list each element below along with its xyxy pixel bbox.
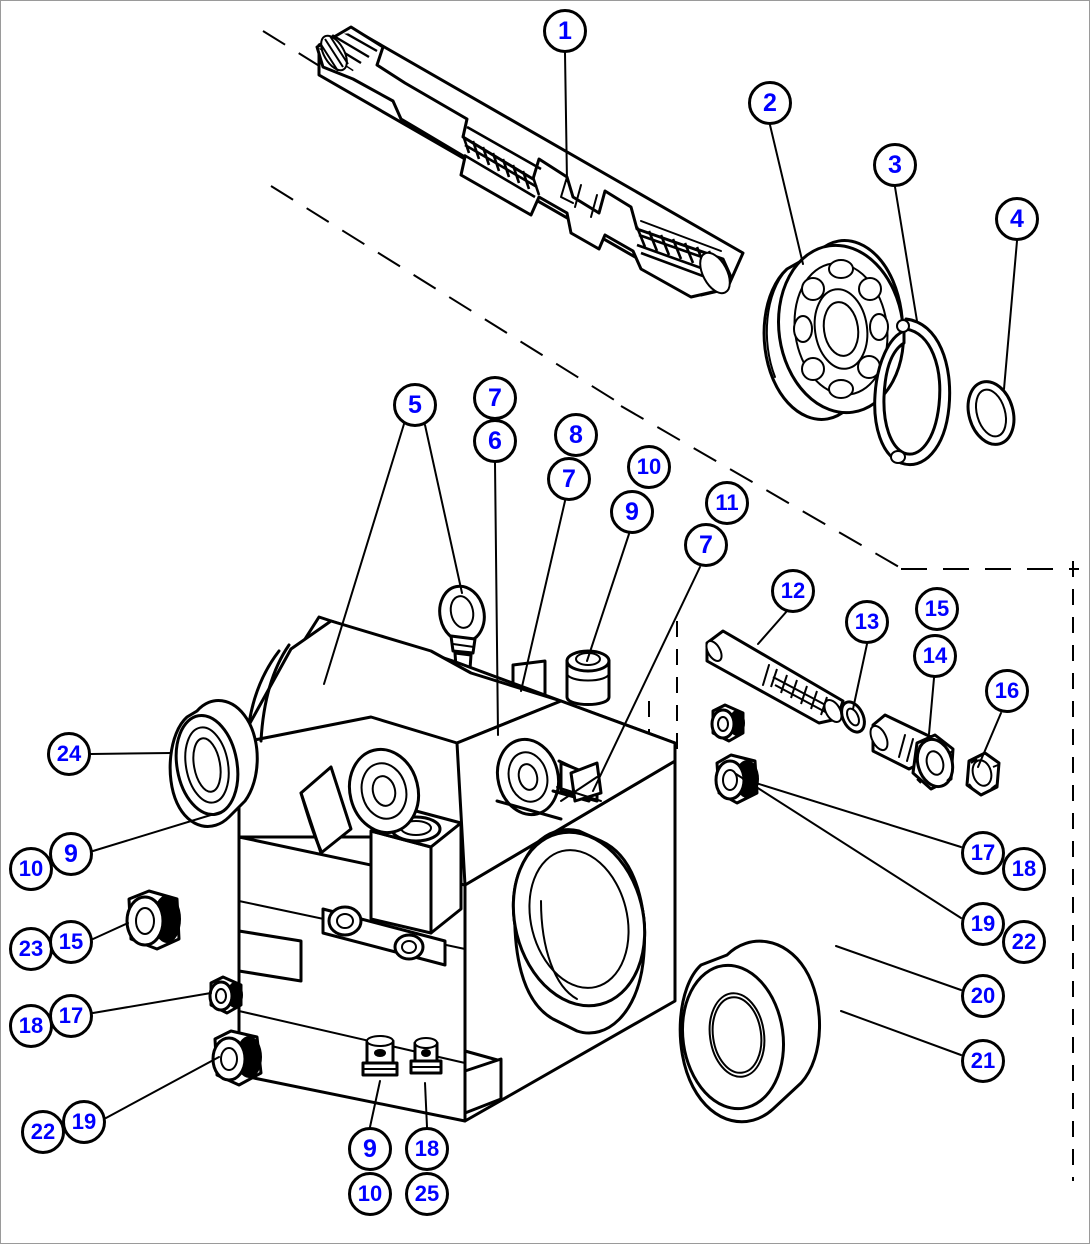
part-pin-shaft [705, 629, 845, 725]
leader-line-19 [105, 1056, 220, 1119]
callout-20[interactable]: 20 [961, 974, 1005, 1018]
part-housing-body [237, 615, 677, 1123]
leader-line-16 [977, 712, 1002, 768]
part-o-ring-small [966, 380, 1016, 446]
part-washer-small [840, 700, 866, 734]
part-ball-bearing [762, 239, 905, 421]
callout-19[interactable]: 19 [62, 1100, 106, 1144]
callout-21[interactable]: 21 [961, 1039, 1005, 1083]
leader-line-5 [323, 423, 405, 685]
part-plug-small [208, 975, 243, 1015]
leader-line-4 [1003, 240, 1018, 390]
part-bushing-left [125, 889, 181, 951]
callout-1[interactable]: 1 [543, 9, 587, 53]
callout-4[interactable]: 4 [995, 197, 1039, 241]
callout-2[interactable]: 2 [748, 81, 792, 125]
leader-line-20 [835, 945, 962, 991]
callout-3[interactable]: 3 [873, 143, 917, 187]
leader-line-15 [92, 922, 129, 940]
callout-25[interactable]: 25 [405, 1172, 449, 1216]
leader-line-7 [592, 566, 701, 792]
leader-line-7 [520, 500, 566, 692]
callout-11[interactable]: 11 [705, 481, 749, 525]
part-oil-seal [168, 699, 259, 828]
callout-22[interactable]: 22 [21, 1110, 65, 1154]
leader-line-19 [735, 773, 962, 919]
leader-line-17 [92, 992, 212, 1014]
part-seal-ring-large [678, 939, 821, 1124]
leader-line-24 [90, 752, 172, 755]
callout-leader-lines [90, 52, 1018, 1128]
part-sleeve-coupling [869, 713, 955, 791]
part-hex-nut [965, 751, 1001, 797]
part-bottom-bushing-left [361, 1035, 399, 1077]
callout-5[interactable]: 5 [393, 383, 437, 427]
leader-line-9 [586, 533, 630, 662]
callout-24[interactable]: 24 [47, 732, 91, 776]
callout-16[interactable]: 16 [985, 669, 1029, 713]
callout-6[interactable]: 6 [473, 419, 517, 463]
leader-line-14 [928, 677, 935, 735]
callout-10[interactable]: 10 [627, 445, 671, 489]
callout-17[interactable]: 17 [961, 831, 1005, 875]
leader-line-9 [92, 810, 225, 852]
part-plug-right-lower [714, 753, 759, 805]
callout-7[interactable]: 7 [473, 376, 517, 420]
callout-17[interactable]: 17 [49, 994, 93, 1038]
part-bottom-washer-right [409, 1037, 443, 1075]
leader-line-3 [894, 186, 918, 322]
leader-line-18 [424, 1082, 428, 1128]
callout-7[interactable]: 7 [684, 523, 728, 567]
part-output-shaft [315, 25, 745, 299]
callout-12[interactable]: 12 [771, 569, 815, 613]
part-snap-ring [873, 317, 952, 467]
part-eye-bolt-right [438, 584, 486, 671]
leader-line-12 [757, 610, 788, 645]
leader-line-5 [424, 424, 463, 594]
callout-22[interactable]: 22 [1002, 920, 1046, 964]
callout-18[interactable]: 18 [1002, 847, 1046, 891]
callout-19[interactable]: 19 [961, 902, 1005, 946]
callout-23[interactable]: 23 [9, 927, 53, 971]
spline-hatch-mid [461, 125, 542, 199]
callout-18[interactable]: 18 [9, 1004, 53, 1048]
callout-9[interactable]: 9 [610, 490, 654, 534]
leader-line-2 [769, 124, 804, 265]
callout-18[interactable]: 18 [405, 1127, 449, 1171]
callout-9[interactable]: 9 [348, 1127, 392, 1171]
callout-7[interactable]: 7 [547, 457, 591, 501]
leader-line-21 [840, 1010, 962, 1056]
callout-13[interactable]: 13 [845, 600, 889, 644]
part-plug-right-upper [710, 703, 745, 743]
callout-15[interactable]: 15 [915, 587, 959, 631]
callout-8[interactable]: 8 [554, 413, 598, 457]
callout-10[interactable]: 10 [9, 847, 53, 891]
leader-line-1 [564, 52, 568, 182]
leader-line-13 [852, 643, 868, 710]
callout-9[interactable]: 9 [49, 832, 93, 876]
callout-15[interactable]: 15 [49, 920, 93, 964]
callout-14[interactable]: 14 [913, 634, 957, 678]
part-plug-large [211, 1029, 263, 1087]
callout-10[interactable]: 10 [348, 1172, 392, 1216]
leader-line-6 [494, 462, 499, 736]
leader-line-17 [742, 778, 962, 848]
leader-line-9 [369, 1080, 381, 1128]
part-bushing-center [565, 649, 611, 706]
